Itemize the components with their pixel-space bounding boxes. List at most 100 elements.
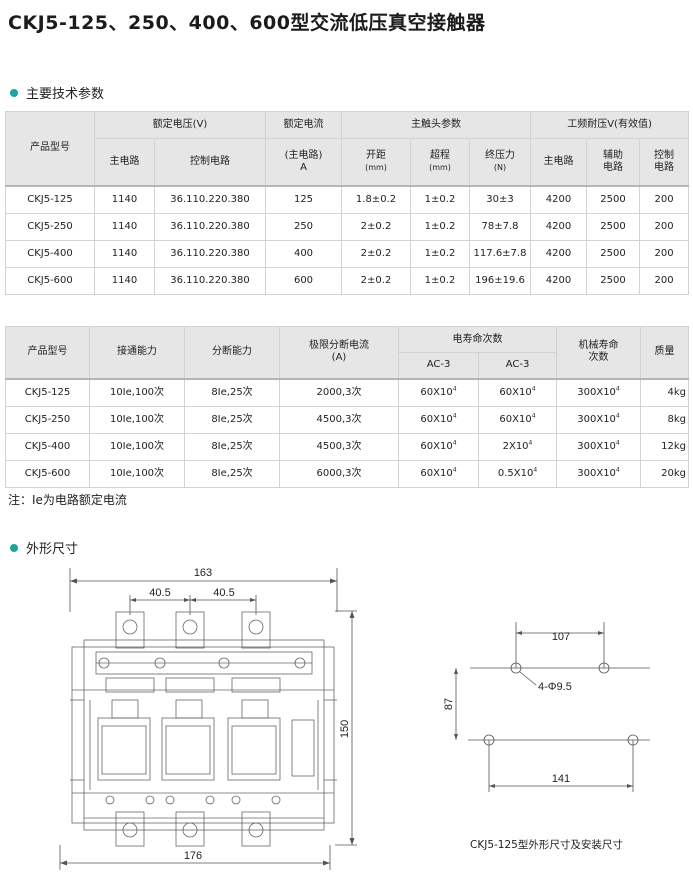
dim-176-label: 176 [184, 850, 202, 862]
cell-exponent: 4 [452, 385, 457, 393]
page-title: CKJ5-125、250、400、600型交流低压真空接触器 [8, 12, 486, 34]
table-cell: 300X104 [556, 459, 641, 488]
header-rated-voltage: 额定电压(V) [94, 111, 266, 139]
cell-base: 60X10 [420, 386, 453, 398]
header2-limit-label: 极限分断电流 [309, 340, 369, 352]
table-cell: CKJ5-250 [5, 212, 95, 241]
cell-base: 60X10 [420, 413, 453, 425]
table-cell: CKJ5-125 [5, 184, 95, 214]
table-cell: 78±7.8 [468, 212, 532, 241]
dimension-height: 150 [335, 610, 357, 846]
table-cell: 12kg [640, 432, 689, 461]
table-cell: 20kg [640, 459, 689, 488]
header-main-circuit: 主电路 [94, 138, 155, 186]
table-cell: 0.5X104 [478, 459, 557, 488]
table-cell: 36.110.220.380 [154, 239, 266, 268]
table-cell: 30±3 [468, 184, 532, 214]
table-cell: 125 [265, 184, 342, 214]
table-cell: 200 [639, 212, 690, 241]
cell-base: 60X10 [420, 440, 453, 452]
header-control-circuit: 控制电路 [154, 138, 266, 186]
spec-table-1: 产品型号 额定电压(V) 额定电流 主触头参数 工频耐压V(有效值) 主电路 控… [5, 111, 690, 295]
table-cell: CKJ5-400 [5, 432, 90, 461]
cell-exponent: 4 [452, 466, 457, 474]
table-cell: 2500 [586, 212, 641, 241]
header2-limit: 极限分断电流(A) [279, 326, 399, 379]
cell-base: 60X10 [499, 413, 532, 425]
table-cell: 4kg [640, 377, 689, 407]
drawing-caption: CKJ5-125型外形尺寸及安装尺寸 [470, 839, 623, 851]
table-cell: 1140 [94, 184, 155, 214]
table-cell: 200 [639, 266, 690, 295]
cell-exponent: 4 [452, 439, 457, 447]
header2-ac3-b: AC-3 [478, 352, 557, 379]
bullet-dot-icon [10, 543, 18, 552]
cell-base: 300X10 [577, 413, 616, 425]
table-cell: 10Ie,100次 [89, 459, 185, 488]
table-cell: 2500 [586, 266, 641, 295]
header-gap-unit: (mm) [365, 162, 387, 172]
cell-base: 300X10 [577, 386, 616, 398]
table-cell: 1.8±0.2 [341, 184, 411, 214]
cell-exponent: 4 [531, 412, 536, 420]
table-cell: CKJ5-400 [5, 239, 95, 268]
table-cell: 10Ie,100次 [89, 432, 185, 461]
table-cell: 2000,3次 [279, 377, 399, 407]
cell-exponent: 4 [615, 385, 620, 393]
table-cell: 1140 [94, 212, 155, 241]
table-cell: 60X104 [398, 459, 479, 488]
table-cell: 8Ie,25次 [184, 432, 280, 461]
header-withstand-main: 主电路 [530, 138, 588, 186]
header-withstand-voltage: 工频耐压V(有效值) [530, 111, 690, 139]
table-cell: 4200 [530, 239, 588, 268]
table-cell: 36.110.220.380 [154, 266, 266, 295]
table-cell: 4500,3次 [279, 405, 399, 434]
dimension-total-width: 163 [69, 567, 338, 612]
cell-base: 2X10 [502, 440, 529, 452]
table-cell: 250 [265, 212, 342, 241]
spec-table-2: 产品型号 接通能力 分断能力 极限分断电流(A) 电寿命次数 机械寿命 次数 质… [5, 326, 689, 488]
header2-model: 产品型号 [5, 326, 90, 379]
cell-exponent: 4 [615, 439, 620, 447]
table-cell: 2±0.2 [341, 266, 411, 295]
table-cell: 2±0.2 [341, 239, 411, 268]
table-cell: 1140 [94, 266, 155, 295]
table-cell: 4200 [530, 184, 588, 214]
table-cell: 8Ie,25次 [184, 377, 280, 407]
table-cell: CKJ5-600 [5, 266, 95, 295]
table-cell: CKJ5-250 [5, 405, 90, 434]
table-cell: 60X104 [398, 432, 479, 461]
table-cell: 8Ie,25次 [184, 405, 280, 434]
table-cell: 200 [639, 239, 690, 268]
table-cell: 1±0.2 [410, 239, 470, 268]
header-withstand-aux: 辅助 电路 [586, 138, 641, 186]
table-cell: 4200 [530, 266, 588, 295]
table-cell: 117.6±7.8 [468, 239, 532, 268]
section-specs-label: 主要技术参数 [26, 87, 105, 102]
cell-base: 60X10 [420, 467, 453, 479]
header-overtravel-label: 超程 [430, 149, 450, 161]
header-current-a: A [300, 161, 307, 173]
table-cell: 1±0.2 [410, 184, 470, 214]
dim-163-label: 163 [194, 567, 212, 579]
header2-mech-life: 机械寿命 次数 [556, 326, 641, 379]
mount-width-label: 107 [552, 631, 570, 643]
table-cell: 1±0.2 [410, 266, 470, 295]
table-cell: 10Ie,100次 [89, 377, 185, 407]
header-current-sub: (主电路) [284, 149, 323, 161]
mount-base-label: 141 [552, 773, 570, 785]
header-model: 产品型号 [5, 111, 95, 186]
section-dimensions-label: 外形尺寸 [26, 542, 79, 557]
dimension-base-width: 176 [59, 845, 331, 870]
mounting-drawing: 107 4-Φ9.5 87 141 [443, 622, 650, 792]
table-cell: 2X104 [478, 432, 557, 461]
cell-exponent: 4 [533, 466, 538, 474]
header2-breaking: 分断能力 [184, 326, 280, 379]
